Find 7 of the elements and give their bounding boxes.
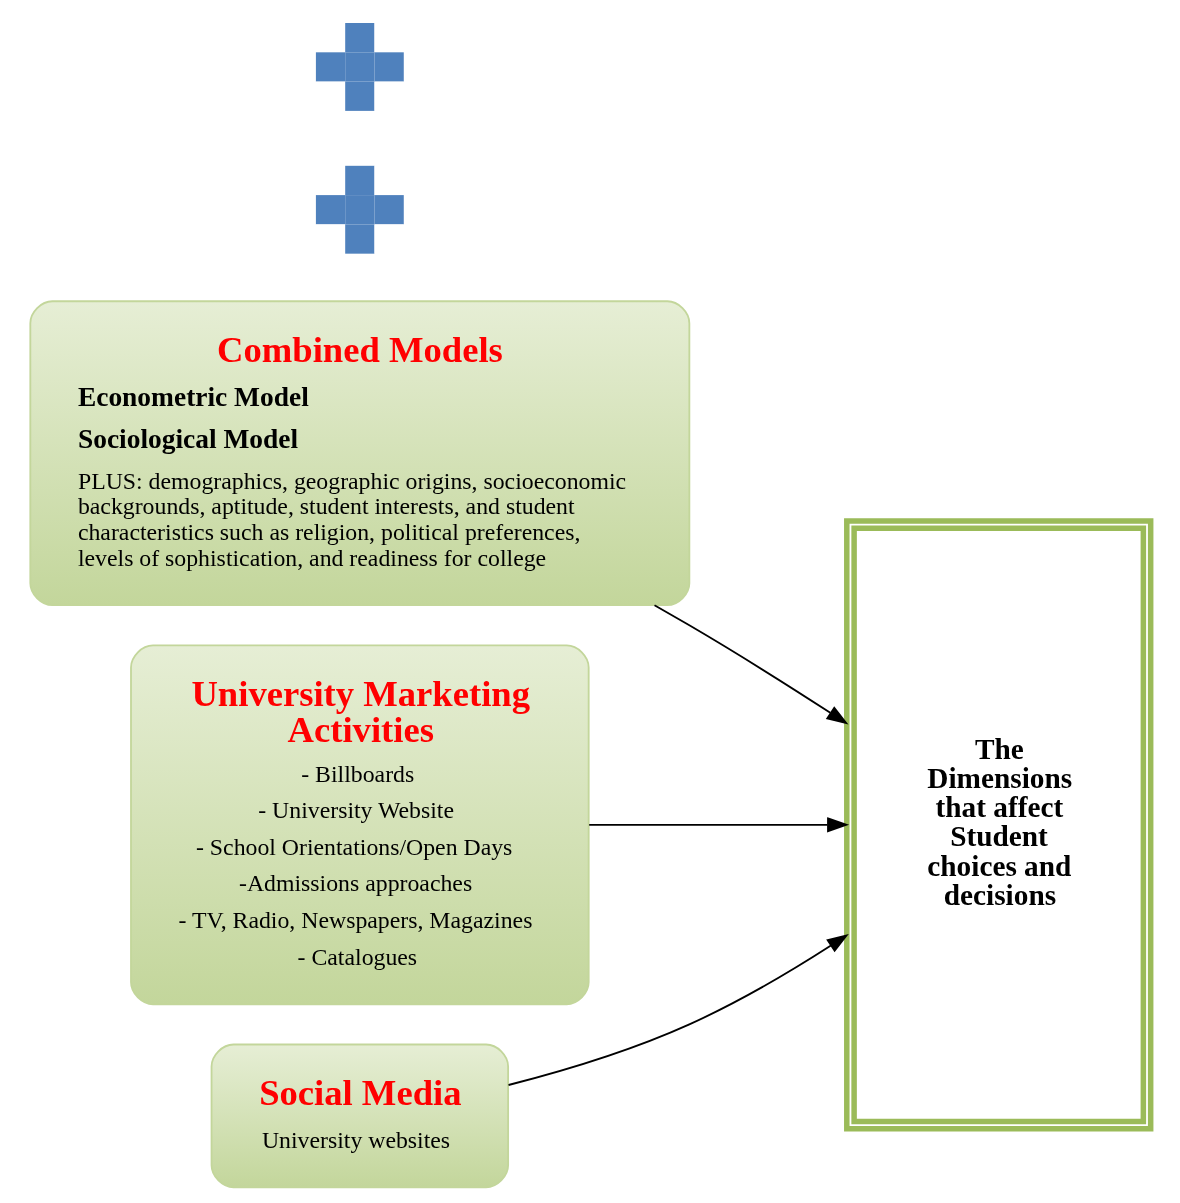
arrow bbox=[587, 817, 849, 833]
node-box: Combined Models Econometric Model Sociological Model PLUS: demographics, geographic origins, socioeconomic backgrounds, aptitude, student interests, and student characteristics such as religion, political preferences, levels of sophistication, and readiness for college bbox=[28, 300, 690, 607]
node-box: The Dimensions that affect Student choices and decisions bbox=[843, 518, 1153, 1132]
node-box: Social Media University websites bbox=[210, 1043, 509, 1189]
arrow bbox=[653, 604, 848, 725]
node-box: University Marketing Activities - Billboards - University Website - School Orientations/Open Days -Admissions approaches - TV, Radio, Newspapers, Magazines - Catalogues bbox=[129, 644, 590, 1006]
arrow bbox=[507, 933, 849, 1086]
